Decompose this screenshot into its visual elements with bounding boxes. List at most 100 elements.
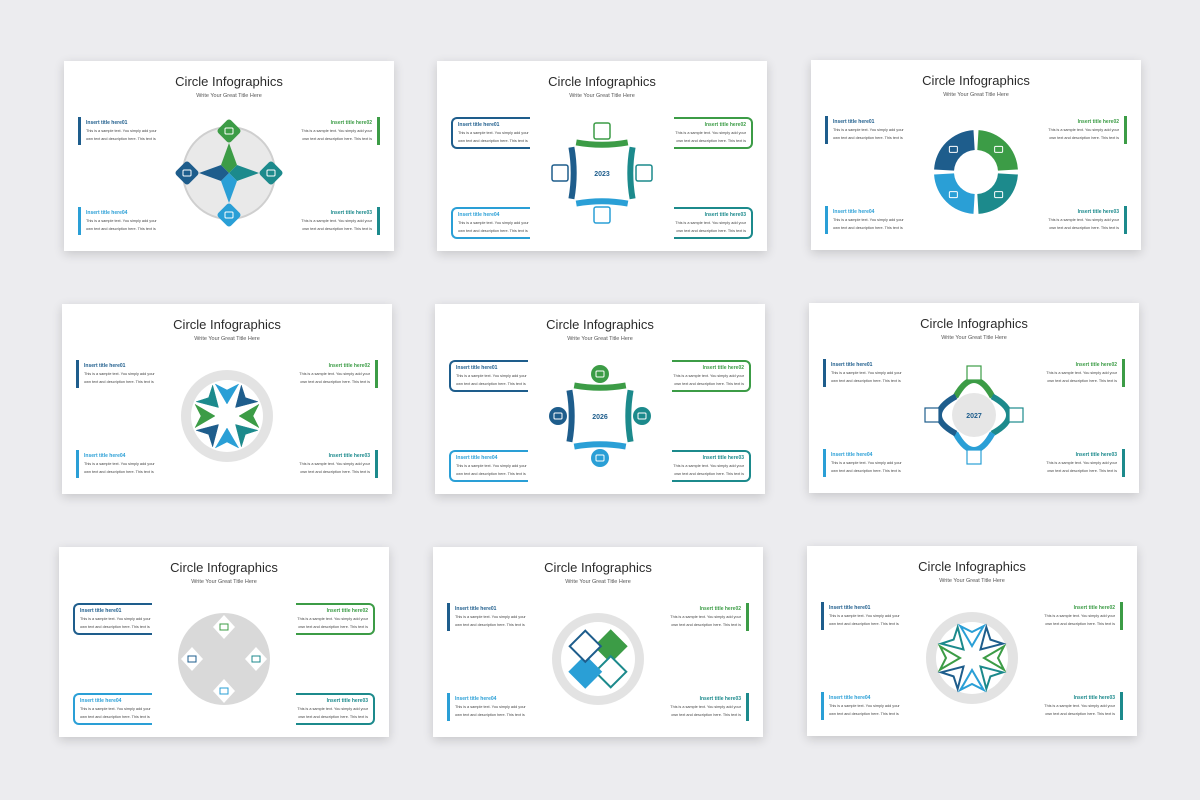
slide-subtitle: Write Your Great Title Here bbox=[941, 335, 1007, 341]
item-title: Insert title here02 bbox=[1075, 362, 1117, 368]
item-body-line: This is a sample text. You simply add yo… bbox=[86, 129, 157, 133]
item-body-line: own text and description here. This text… bbox=[831, 469, 901, 473]
item-title: Insert title here04 bbox=[833, 209, 875, 215]
item-body-line: This is a sample text. You simply add yo… bbox=[670, 615, 741, 619]
item-body-line: This is a sample text. You simply add yo… bbox=[456, 464, 527, 468]
item-body-line: This is a sample text. You simply add yo… bbox=[86, 219, 157, 223]
arrow-segment bbox=[214, 383, 240, 405]
item-body-line: This is a sample text. You simply add yo… bbox=[1044, 704, 1115, 708]
item-title: Insert title here03 bbox=[699, 696, 741, 702]
item-body-line: This is a sample text. You simply add yo… bbox=[456, 374, 527, 378]
item-body-line: This is a sample text. You simply add yo… bbox=[1048, 128, 1119, 132]
item-body-line: This is a sample text. You simply add yo… bbox=[299, 372, 370, 376]
slide-title: Circle Infographics bbox=[546, 317, 654, 332]
arrow-segment bbox=[957, 668, 987, 693]
item-body-line: own text and description here. This text… bbox=[676, 139, 746, 143]
item-title: Insert title here01 bbox=[458, 122, 500, 128]
item-body-line: This is a sample text. You simply add yo… bbox=[1044, 614, 1115, 618]
item-title: Insert title here02 bbox=[326, 608, 368, 614]
slide-title: Circle Infographics bbox=[918, 559, 1026, 574]
item-body-line: This is a sample text. You simply add yo… bbox=[831, 371, 902, 375]
item-body-line: own text and description here. This text… bbox=[833, 136, 903, 140]
item-body-line: This is a sample text. You simply add yo… bbox=[301, 129, 372, 133]
item-title: Insert title here02 bbox=[1077, 119, 1119, 125]
item-body-line: This is a sample text. You simply add yo… bbox=[833, 218, 904, 222]
arrow-segment bbox=[982, 643, 1007, 673]
item-body-line: This is a sample text. You simply add yo… bbox=[673, 374, 744, 378]
item-body-line: This is a sample text. You simply add yo… bbox=[455, 705, 526, 709]
item-title: Insert title here01 bbox=[829, 605, 871, 611]
item-title: Insert title here04 bbox=[829, 695, 871, 701]
star-point bbox=[213, 615, 235, 639]
item-body-line: own text and description here. This text… bbox=[1045, 622, 1115, 626]
item-title: Insert title here03 bbox=[1077, 209, 1119, 215]
circle-diagram bbox=[926, 612, 1018, 704]
item-body-line: own text and description here. This text… bbox=[674, 382, 744, 386]
circle-diagram bbox=[181, 370, 273, 462]
item-title: Insert title here04 bbox=[831, 452, 873, 458]
item-title: Insert title here02 bbox=[330, 120, 372, 126]
slide-title: Circle Infographics bbox=[544, 560, 652, 575]
item-title: Insert title here03 bbox=[1075, 452, 1117, 458]
item-body-line: own text and description here. This text… bbox=[456, 472, 526, 476]
item-title: Insert title here03 bbox=[1073, 695, 1115, 701]
slide-subtitle: Write Your Great Title Here bbox=[943, 92, 1009, 98]
wave-arc bbox=[568, 146, 577, 200]
item-title: Insert title here03 bbox=[330, 210, 372, 216]
item-body-line: This is a sample text. You simply add yo… bbox=[297, 617, 368, 621]
item-body-line: own text and description here. This text… bbox=[302, 227, 372, 231]
item-body-line: own text and description here. This text… bbox=[833, 226, 903, 230]
item-title: Insert title here04 bbox=[86, 210, 128, 216]
item-body-line: This is a sample text. You simply add yo… bbox=[297, 707, 368, 711]
circle-diagram: 2026 bbox=[549, 365, 651, 467]
slide-title: Circle Infographics bbox=[920, 316, 1028, 331]
donut-segment bbox=[934, 173, 975, 214]
item-title: Insert title here03 bbox=[702, 455, 744, 461]
item-title: Insert title here04 bbox=[455, 696, 497, 702]
item-body-line: own text and description here. This text… bbox=[1049, 226, 1119, 230]
item-title: Insert title here01 bbox=[80, 608, 122, 614]
item-body-line: own text and description here. This text… bbox=[1047, 379, 1117, 383]
circle-diagram bbox=[934, 130, 1018, 214]
arrow-segment bbox=[979, 623, 1007, 651]
item-body-line: This is a sample text. You simply add yo… bbox=[829, 614, 900, 618]
item-title: Insert title here01 bbox=[456, 365, 498, 371]
item-title: Insert title here01 bbox=[833, 119, 875, 125]
arrow-segment bbox=[235, 424, 259, 448]
arrow-segment bbox=[957, 623, 987, 648]
item-body-line: own text and description here. This text… bbox=[80, 625, 150, 629]
star-point bbox=[245, 647, 267, 671]
item-title: Insert title here01 bbox=[86, 120, 128, 126]
item-body-line: This is a sample text. You simply add yo… bbox=[1048, 218, 1119, 222]
item-body-line: own text and description here. This text… bbox=[829, 622, 899, 626]
item-body-line: own text and description here. This text… bbox=[831, 379, 901, 383]
item-body-line: This is a sample text. You simply add yo… bbox=[670, 705, 741, 709]
arrow-segment bbox=[937, 643, 962, 673]
slide-subtitle: Write Your Great Title Here bbox=[567, 336, 633, 342]
